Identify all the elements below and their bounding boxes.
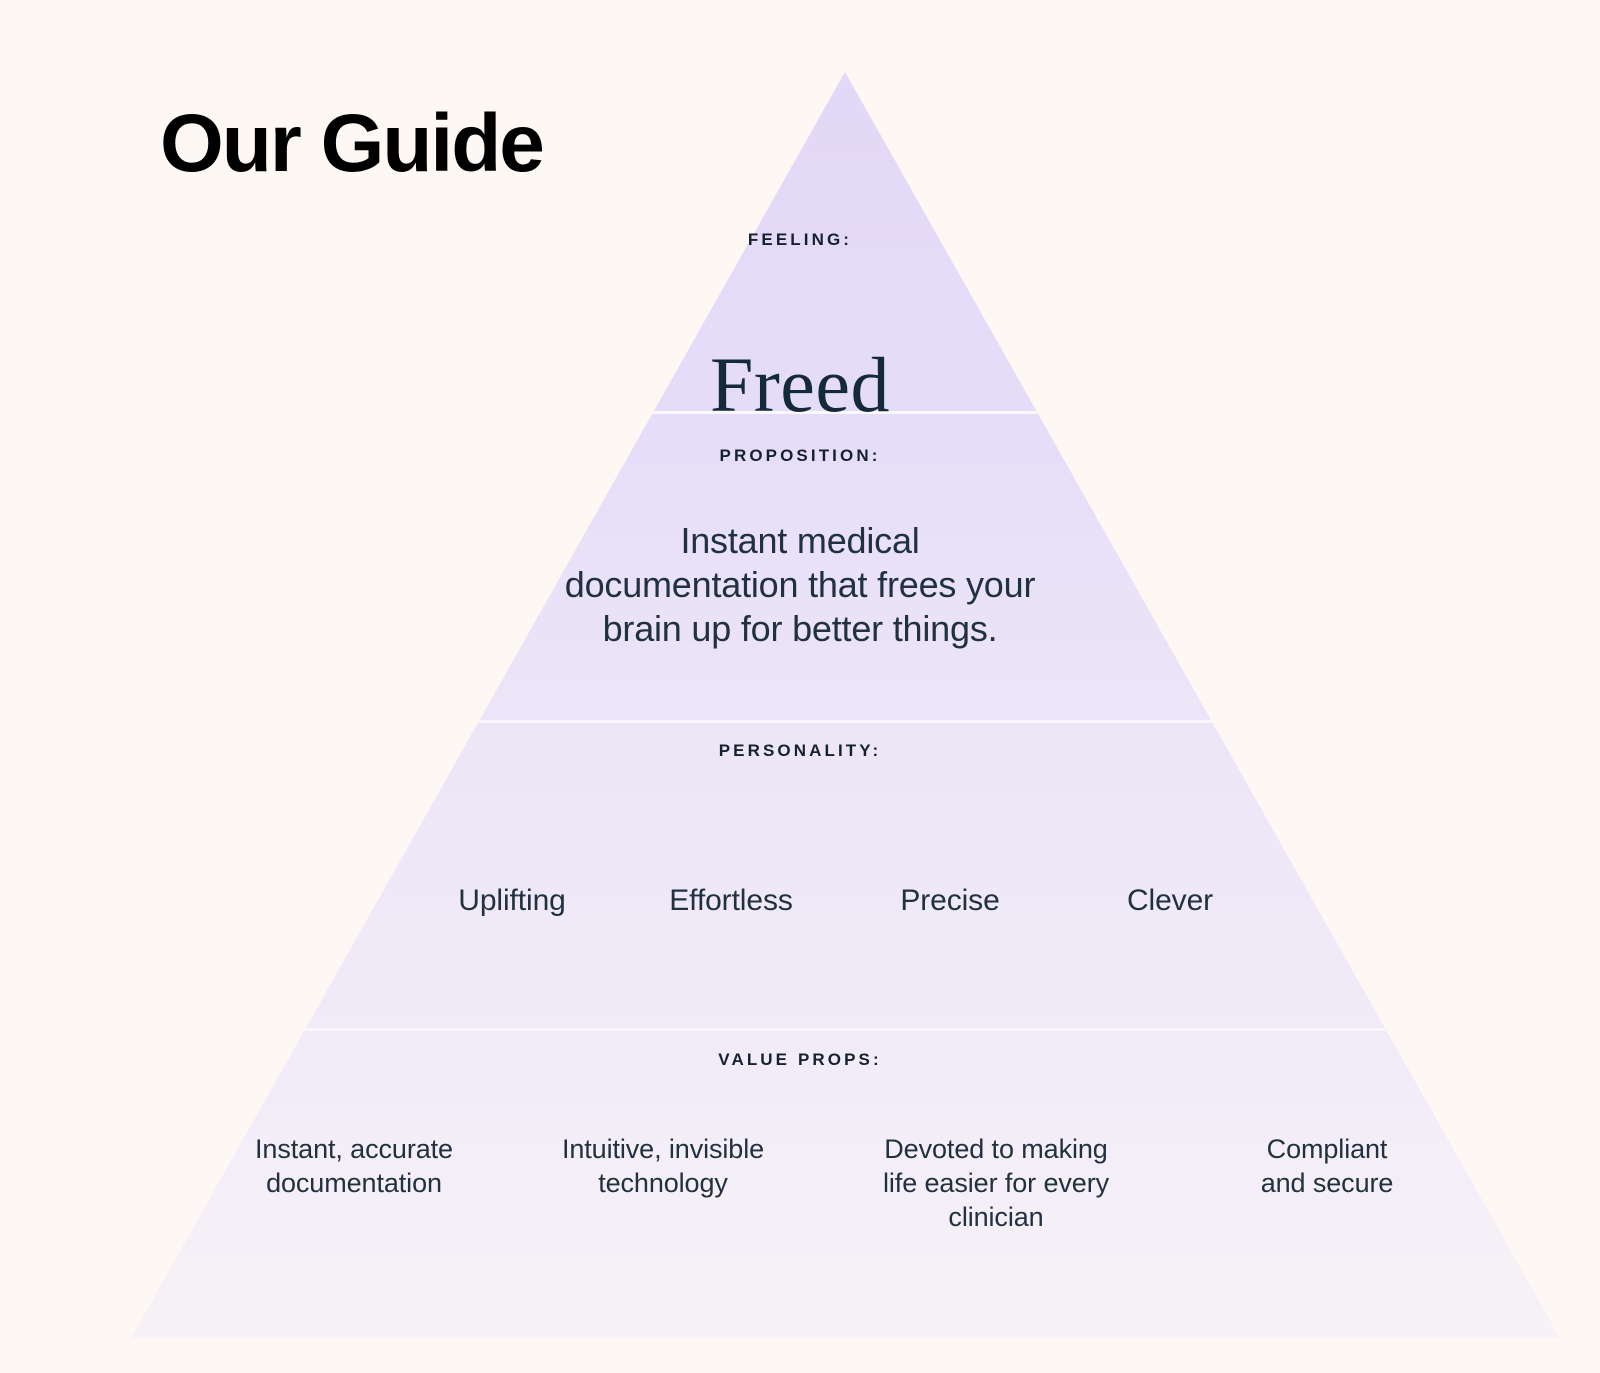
personality-label: PERSONALITY:	[718, 741, 882, 760]
value-prop-line: life easier for every	[883, 1168, 1109, 1199]
value-prop-line: Instant, accurate	[255, 1134, 453, 1164]
personality-item: Effortless	[669, 884, 793, 917]
value-prop-item: Devoted to making life easier for every …	[861, 1132, 1131, 1234]
divider-personality-valueprops	[131, 1028, 1560, 1031]
value-prop-line: and secure	[1260, 1168, 1394, 1199]
personality-item: Precise	[900, 884, 1000, 917]
divider-feeling-proposition	[131, 411, 1560, 414]
pyramid-level-personality: PERSONALITY: Uplifting Effortless Precis…	[0, 722, 1600, 1030]
pyramid-body	[131, 72, 1560, 1338]
pyramid-level-feeling: FEELING: Freed	[0, 72, 1600, 425]
value-prop-line: Compliant	[1266, 1134, 1388, 1164]
pyramid-dividers	[131, 411, 1560, 1031]
page-title: Our Guide	[160, 97, 545, 189]
proposition-label: PROPOSITION:	[719, 446, 881, 465]
value-props-label: VALUE PROPS:	[718, 1050, 882, 1069]
value-prop-line: clinician	[948, 1202, 1044, 1233]
feeling-value: Freed	[709, 341, 891, 428]
value-prop-item: Compliant and secure	[1192, 1132, 1462, 1200]
value-prop-line: Intuitive, invisible	[561, 1134, 765, 1164]
proposition-line: brain up for better things.	[602, 607, 998, 649]
value-prop-item: Intuitive, invisible technology	[528, 1132, 798, 1200]
value-prop-line: documentation	[266, 1168, 442, 1199]
pyramid-level-proposition: PROPOSITION: Instant medical documentati…	[0, 413, 1600, 722]
proposition-line: Instant medical	[680, 520, 920, 561]
value-prop-line: technology	[598, 1168, 728, 1199]
pyramid-level-value-props: VALUE PROPS: Instant, accurate documenta…	[0, 1030, 1600, 1338]
value-prop-line: Devoted to making	[884, 1134, 1108, 1164]
proposition-line: documentation that frees your	[564, 563, 1036, 605]
personality-item: Uplifting	[458, 884, 566, 917]
feeling-label: FEELING:	[747, 230, 853, 249]
personality-items: Uplifting Effortless Precise Clever	[0, 884, 1600, 944]
proposition-value: Instant medical documentation that frees…	[0, 519, 1600, 651]
divider-proposition-personality	[131, 720, 1560, 723]
value-prop-item: Instant, accurate documentation	[219, 1132, 489, 1200]
personality-item: Clever	[1126, 884, 1214, 917]
